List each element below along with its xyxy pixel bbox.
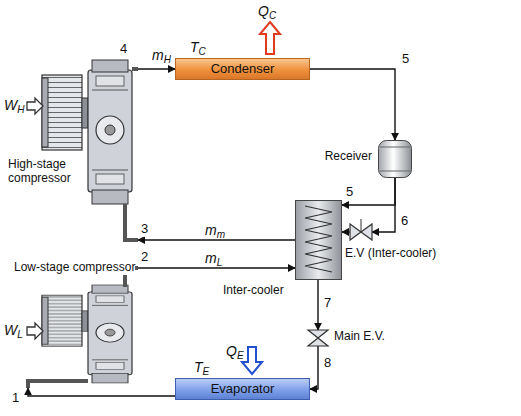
receiver-tank: Receiver: [378, 140, 412, 178]
state-number: 4: [120, 42, 127, 57]
shape: [350, 224, 372, 240]
flow-line: [138, 68, 175, 69]
flow-line: [138, 267, 295, 268]
flow-line: [342, 178, 395, 205]
part-name: Low-stage compressor: [14, 261, 135, 275]
compressor: Low-stage compressor: [8, 260, 138, 388]
flow-line: [138, 239, 295, 240]
work-arrow: [27, 323, 43, 339]
heat-exchanger-box: Evaporator: [175, 378, 310, 400]
flow-line: [310, 346, 318, 389]
intercooler-vessel: Inter-cooler: [295, 200, 342, 280]
state-number: 8: [324, 356, 331, 371]
work-arrow: [27, 98, 43, 114]
state-number: 1: [12, 391, 19, 406]
pipe: [125, 204, 138, 240]
part-name: Receiver: [325, 150, 372, 164]
state-number: 5: [346, 185, 353, 200]
heat-in-arrow: [242, 347, 262, 374]
part-name: Inter-cooler: [223, 284, 284, 298]
part-name: High-stage compressor: [8, 158, 82, 186]
work-symbol: WH: [4, 97, 25, 113]
mass-flow-symbol: mH: [152, 47, 171, 63]
expansion-valve: E.V (Inter-cooler): [350, 224, 372, 240]
state-number: 5: [402, 52, 409, 67]
heat-symbol: QE: [226, 343, 244, 359]
shape: [295, 200, 342, 280]
pipe: [28, 381, 88, 388]
shape: [308, 330, 328, 346]
flow-line: [342, 231, 350, 232]
mass-flow-symbol: mm: [205, 222, 225, 238]
state-number: 2: [141, 250, 148, 265]
temperature-symbol: TC: [190, 39, 206, 55]
flow-line: [310, 69, 395, 140]
compressor-drawing: [42, 285, 132, 383]
box-label: Condenser: [211, 62, 275, 77]
flow-line: [28, 388, 175, 396]
state-number: 3: [141, 222, 148, 237]
flow-line: [317, 280, 318, 330]
temperature-symbol: TE: [194, 359, 209, 375]
work-symbol: WL: [4, 322, 23, 338]
part-name: E.V (Inter-cooler): [345, 247, 436, 261]
heat-exchanger-box: Condenser: [175, 58, 310, 80]
state-number: 6: [401, 214, 408, 229]
box-label: Evaporator: [211, 382, 275, 397]
expansion-valve: Main E.V.: [308, 330, 328, 346]
flow-line: [372, 178, 395, 232]
heat-symbol: QC: [258, 3, 276, 19]
shape: [378, 140, 412, 178]
part-name: Main E.V.: [334, 330, 385, 344]
compressor: High-stage compressor: [8, 40, 138, 250]
pipe: [132, 67, 138, 71]
state-number: 7: [324, 296, 331, 311]
heat-out-arrow: [260, 22, 280, 54]
mass-flow-symbol: mL: [205, 250, 222, 266]
